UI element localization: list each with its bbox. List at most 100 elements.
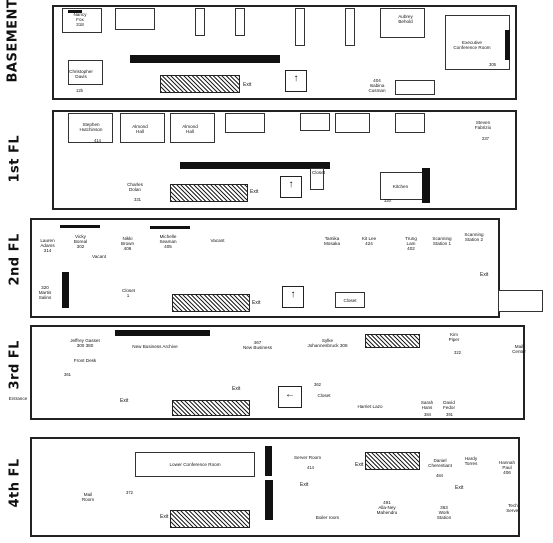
first-stair <box>170 184 248 202</box>
third-label-archive: New Business Archive <box>132 344 178 349</box>
second-label-trung: Trung Lam 402 <box>405 236 417 251</box>
first-stephen-num: 414 <box>94 138 101 143</box>
basement-room-4 <box>235 8 245 36</box>
basement-room-6 <box>345 8 355 46</box>
second-desk-2 <box>150 226 190 229</box>
second-label-michelle: Michelle Seaman 405 <box>159 234 177 249</box>
fourth-lower-conf <box>135 452 255 477</box>
basement-room-3 <box>195 8 205 36</box>
second-label-lauren: Lauren Adams 314 <box>40 238 55 253</box>
second-label-martis: 320 Martis Salins <box>38 285 52 300</box>
first-closet <box>310 168 324 190</box>
basement-room-7 <box>380 8 425 38</box>
basement-elevator-arrow: ↑ <box>285 70 307 92</box>
first-label-kitchen: Kitchen <box>392 184 409 189</box>
third-exit2: Exit <box>232 386 241 392</box>
fourth-exit1: Exit <box>160 514 169 520</box>
fourth-exit3: Exit <box>355 462 364 468</box>
first-num320: 320 <box>384 198 391 203</box>
third-label-harriet: Harriet Lazo <box>357 404 383 409</box>
third-n391: 391 <box>446 412 453 417</box>
basement-label-nancy: Nancy Fox 318 <box>73 12 87 27</box>
second-label-scan1: Scanning Station 1 <box>432 236 452 246</box>
second-exit1: Exit <box>252 300 261 306</box>
basement-bar <box>130 55 280 63</box>
basement-outline <box>52 5 517 100</box>
floor-label-third: 3rd FL <box>7 340 23 390</box>
basement-christopher <box>68 60 103 85</box>
basement-room-8 <box>395 80 435 95</box>
second-label-vacant1: Vacant <box>210 238 225 243</box>
first-steven-num: 237 <box>482 136 489 141</box>
basement-room-5 <box>295 8 305 46</box>
fourth-label-boiler: Boiler room <box>315 515 340 520</box>
third-label-front: Front Desk <box>73 358 97 363</box>
second-label-closet1: Closet 1 <box>122 288 136 298</box>
fourth-server-num: 414 <box>307 465 314 470</box>
second-desk-1 <box>60 225 100 228</box>
third-exit1: Exit <box>120 398 129 404</box>
fourth-hatch-right <box>365 452 420 470</box>
first-label-almond2: Almond Hall <box>182 124 198 134</box>
third-elevator-arrow: ← <box>278 386 302 408</box>
basement-exit: Exit <box>243 82 252 88</box>
third-label-sylke: Sylke Johannesbruck 308 <box>307 338 348 348</box>
fourth-label-alla: 491 Alla-Ney Mahendru <box>376 500 398 515</box>
second-label-vacant2: Vacant <box>92 254 106 259</box>
third-num361: 361 <box>64 372 71 377</box>
fourth-label-daniel: Daniel Cherentiant <box>428 458 452 468</box>
second-label-nikki: Nikki Brown 406 <box>120 236 135 251</box>
third-outline <box>30 325 525 420</box>
second-closet <box>335 292 365 308</box>
first-kitchen <box>380 172 430 200</box>
second-room-right <box>498 290 543 312</box>
second-label-kit: Kit Lee 424 <box>361 236 377 246</box>
first-outline <box>52 110 517 210</box>
third-stair <box>172 400 250 416</box>
first-label-charles: Charles Dolan <box>127 182 143 192</box>
first-bar <box>180 162 330 169</box>
third-label-david: David Fedor <box>442 400 455 410</box>
first-label-closet: Closet <box>312 170 326 175</box>
third-label-closet: Closet <box>317 393 331 398</box>
fourth-num372: 372 <box>126 490 133 495</box>
basement-label-cusman: 404 Isabina Cusman <box>368 78 386 93</box>
third-label-sarah: Sarah Hans <box>420 400 434 410</box>
first-exit: Exit <box>250 189 259 195</box>
first-room-7 <box>395 113 425 133</box>
basement-room-nancy <box>62 8 102 33</box>
first-room-6 <box>335 113 370 133</box>
first-label-steven: Steven Fabrizio <box>474 120 492 130</box>
third-label-entrance: Entrance <box>8 396 28 401</box>
first-room-almond1 <box>120 113 165 143</box>
basement-label-executive: Executive Conference Room <box>453 40 491 50</box>
basement-room-2 <box>115 8 155 30</box>
third-num362: 362 <box>314 382 321 387</box>
fourth-label-server: Server Room <box>293 455 322 460</box>
fourth-label-work: 363 Work Station <box>436 505 452 520</box>
second-exit2: Exit <box>480 272 489 278</box>
fourth-exit2: Exit <box>300 482 309 488</box>
basement-room-num: 12b <box>76 88 83 93</box>
fourth-server-block <box>265 446 272 476</box>
first-room-4 <box>225 113 265 133</box>
fourth-label-tech: Tech Server <box>506 503 520 513</box>
first-room-stephen <box>68 113 113 143</box>
fourth-outline <box>30 437 520 537</box>
first-charles-num: 331 <box>134 197 141 202</box>
third-label-mail: Mail Center <box>512 344 526 354</box>
first-elevator-arrow: ↑ <box>280 176 302 198</box>
floor-label-fourth: 4th FL <box>7 458 23 508</box>
second-label-scan2: Scanning Station 2 <box>464 232 484 242</box>
second-label-tamika: Tamika Mosaka <box>323 236 341 246</box>
fourth-label-hardy: Hardy Torres <box>464 456 478 466</box>
first-label-almond1: Almond Hall <box>132 124 148 134</box>
third-archive-bar <box>115 330 210 336</box>
second-stair <box>172 294 250 312</box>
second-label-vicky: Vicky Boreal 302 <box>73 234 88 249</box>
basement-exec-num: 305 <box>489 62 496 67</box>
third-label-newbiz: 467 New Business <box>242 340 273 350</box>
second-outline <box>30 218 500 318</box>
third-hatch-right <box>365 334 420 348</box>
basement-label-aubrey: Aubrey Behold <box>398 14 413 24</box>
